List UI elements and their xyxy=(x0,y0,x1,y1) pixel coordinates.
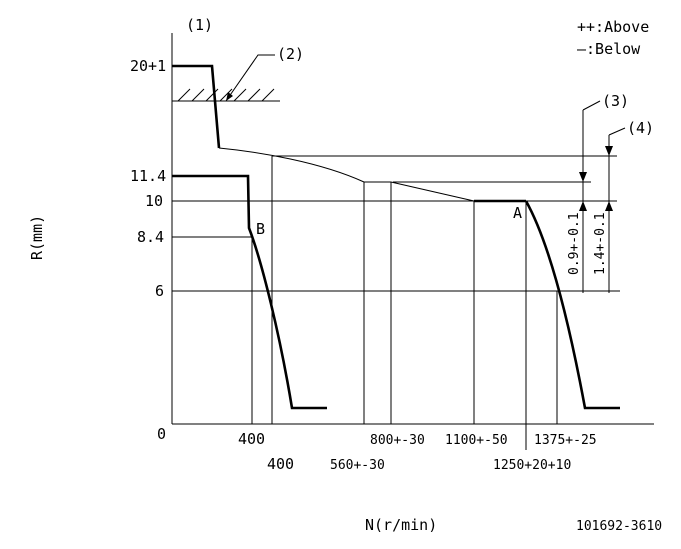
x-tick-1375: 1375+-25 xyxy=(534,433,597,448)
y-axis-label: R(mm) xyxy=(28,215,46,260)
callout-2: (2) xyxy=(277,45,304,63)
x-tick-400-b: 400 xyxy=(267,455,294,473)
point-a-label: A xyxy=(513,204,522,222)
upper-curve xyxy=(218,147,365,183)
dim-3-label: 0.9+-0.1 xyxy=(567,212,582,275)
y-tick-10: 10 xyxy=(145,192,163,210)
idle-curve-b xyxy=(172,174,327,410)
dim-4-label: 1.4+-0.1 xyxy=(593,212,608,275)
legend-above: ++:Above xyxy=(577,18,649,36)
y-tick-8-4: 8.4 xyxy=(137,228,164,246)
callout-3: (3) xyxy=(602,92,629,110)
x-tick-400-a: 400 xyxy=(238,430,265,448)
full-load-curve xyxy=(172,64,221,149)
dim-4-arrow-top xyxy=(605,146,613,156)
governor-curve-a xyxy=(524,200,620,410)
x-tick-560: 560+-30 xyxy=(330,458,385,473)
x-axis-label: N(r/min) xyxy=(365,516,437,534)
y-tick-6: 6 xyxy=(155,282,164,300)
upper-sloped-segment xyxy=(390,181,475,202)
y-tick-20: 20+1 xyxy=(130,57,166,75)
callout-4-leader xyxy=(608,127,626,136)
dim-4-arrow-bottom xyxy=(605,201,613,211)
doc-id: 101692-3610 xyxy=(576,519,662,534)
x-tick-1100: 1100+-50 xyxy=(445,433,508,448)
hatch-marks xyxy=(177,88,275,102)
callout-4: (4) xyxy=(627,119,654,137)
y-tick-11-4: 11.4 xyxy=(130,167,166,185)
callout-1: (1) xyxy=(186,16,213,34)
x-tick-800: 800+-30 xyxy=(370,433,425,448)
y-tick-0: 0 xyxy=(157,425,166,443)
callout-3-leader xyxy=(582,100,601,111)
dim-3-arrow-bottom xyxy=(579,201,587,211)
dim-3-arrow-top xyxy=(579,172,587,182)
x-tick-1250: 1250+20+10 xyxy=(493,458,571,473)
callout-2-arrowhead xyxy=(226,92,233,101)
point-b-label: B xyxy=(256,220,265,238)
callout-2-leader xyxy=(225,54,275,102)
legend-below: —:Below xyxy=(577,40,641,58)
